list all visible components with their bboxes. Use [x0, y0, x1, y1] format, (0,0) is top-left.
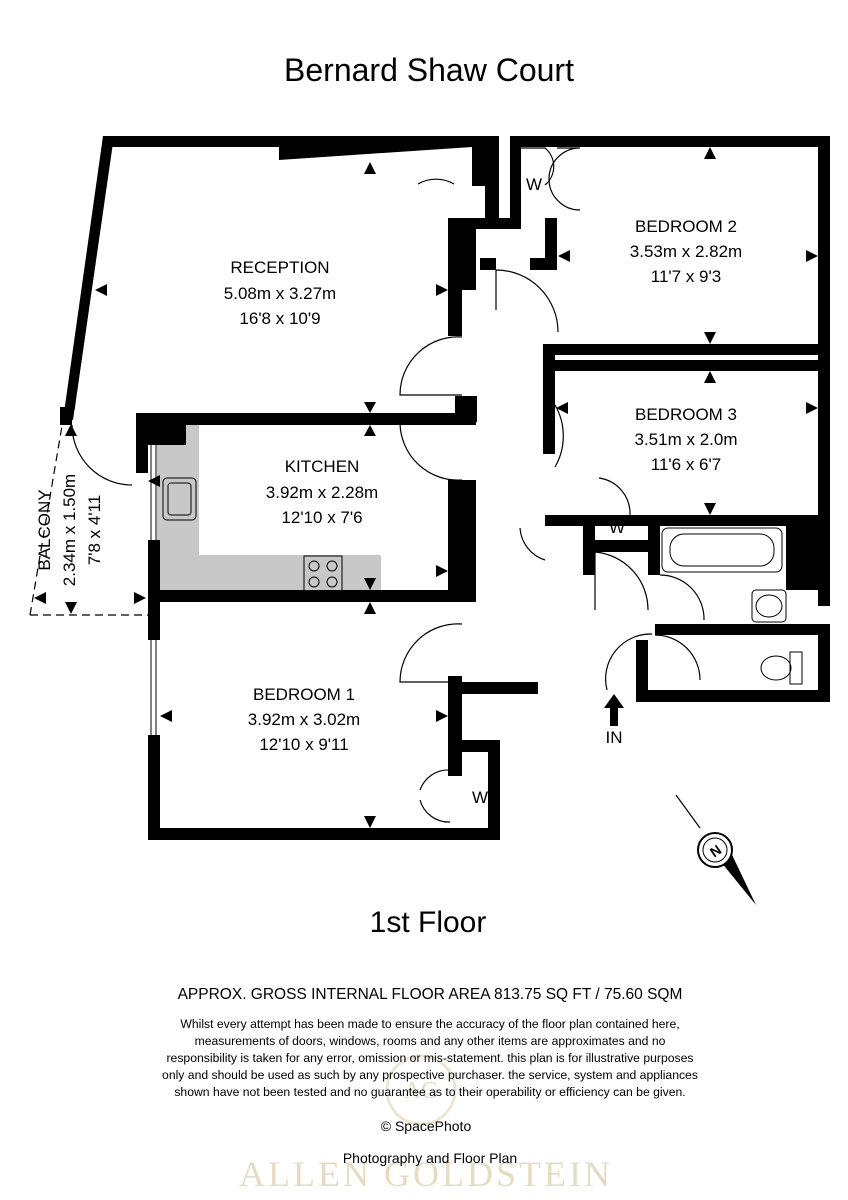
copyright: © SpacePhoto [381, 1118, 472, 1134]
disclaimer-line: only and should be used as such by any p… [162, 1068, 698, 1082]
room-imperial: 11'6 x 6'7 [651, 455, 721, 474]
room-imperial: 12'10 x 7'6 [281, 508, 362, 527]
room-bedroom-1: BEDROOM 1 3.92m x 3.02m 12'10 x 9'11 [248, 685, 360, 754]
room-imperial: 7'8 x 4'11 [85, 495, 104, 565]
dimension-arrows [34, 147, 818, 828]
room-balcony: BALCONY 2.34m x 1.50m 7'8 x 4'11 [35, 474, 104, 586]
entrance-arrow [604, 694, 624, 726]
room-reception: RECEPTION 5.08m x 3.27m 16'8 x 10'9 [224, 258, 336, 328]
disclaimer-line: shown have not been tested and no guaran… [174, 1085, 685, 1099]
page-title: Bernard Shaw Court [284, 52, 574, 88]
room-bedroom-2: BEDROOM 2 3.53m x 2.82m 11'7 x 9'3 [630, 217, 742, 286]
watermark-text: ALLEN GOLDSTEIN [239, 1154, 613, 1194]
basin-icon [751, 589, 787, 623]
watermark-monogram: AG [404, 1078, 439, 1104]
room-kitchen: KITCHEN 3.92m x 2.28m 12'10 x 7'6 [266, 457, 378, 527]
balcony-outline [29, 419, 148, 616]
wardrobe-label: W [526, 175, 542, 194]
room-metric: 3.51m x 2.0m [635, 430, 738, 449]
room-imperial: 16'8 x 10'9 [239, 309, 320, 328]
windows [68, 199, 827, 735]
hob-icon [303, 555, 343, 593]
walls [60, 136, 830, 840]
disclaimer-line: responsibility is taken for any error, o… [167, 1051, 694, 1065]
room-name: KITCHEN [285, 457, 360, 476]
disclaimer: Whilst every attempt has been made to en… [162, 1017, 698, 1099]
sink-icon [162, 477, 197, 521]
room-metric: 3.92m x 3.02m [248, 710, 360, 729]
compass-icon: N [675, 794, 756, 905]
room-bedroom-3: BEDROOM 3 3.51m x 2.0m 11'6 x 6'7 [635, 405, 738, 474]
disclaimer-line: measurements of doors, windows, rooms an… [195, 1034, 666, 1048]
room-metric: 3.92m x 2.28m [266, 483, 378, 502]
room-metric: 3.53m x 2.82m [630, 242, 742, 261]
bath-icon [661, 527, 783, 573]
doors [71, 147, 705, 823]
credit: Photography and Floor Plan [343, 1150, 517, 1166]
room-name: BEDROOM 1 [253, 685, 355, 704]
room-name: BALCONY [35, 489, 54, 570]
entrance-label: IN [606, 728, 623, 747]
fixtures [162, 477, 803, 685]
kitchen-counter [157, 424, 381, 596]
floor-area: APPROX. GROSS INTERNAL FLOOR AREA 813.75… [178, 986, 683, 1003]
wardrobe-label: W [609, 518, 625, 537]
room-name: BEDROOM 2 [635, 217, 737, 236]
room-metric: 5.08m x 3.27m [224, 284, 336, 303]
room-name: RECEPTION [230, 258, 329, 277]
room-name: BEDROOM 3 [635, 405, 737, 424]
toilet-icon [760, 651, 803, 685]
disclaimer-line: Whilst every attempt has been made to en… [180, 1017, 679, 1031]
floor-label: 1st Floor [370, 906, 487, 939]
room-imperial: 11'7 x 9'3 [651, 267, 721, 286]
wardrobe-label: W [472, 788, 488, 807]
watermark-logo: AG [385, 1054, 457, 1126]
room-imperial: 12'10 x 9'11 [259, 735, 348, 754]
room-metric: 2.34m x 1.50m [60, 474, 79, 586]
